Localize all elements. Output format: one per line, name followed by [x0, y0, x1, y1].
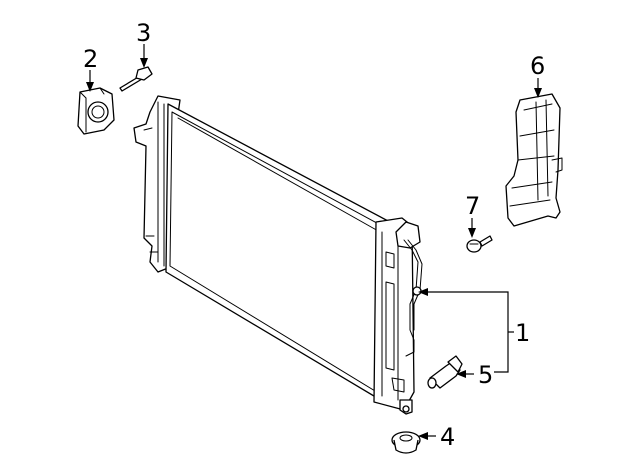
radiator-assembly [133, 95, 423, 415]
callout-3: 3 [136, 19, 151, 47]
leader-lines [86, 44, 542, 440]
callout-5: 5 [478, 361, 493, 389]
drain-plug [427, 355, 463, 389]
flange-bolt [466, 235, 493, 253]
mounting-bracket [77, 87, 115, 135]
callout-6: 6 [530, 52, 545, 80]
callout-2: 2 [83, 45, 98, 73]
bolt [119, 66, 153, 92]
rubber-grommet [391, 431, 421, 454]
callout-1: 1 [515, 319, 530, 347]
callout-7: 7 [465, 192, 480, 220]
callout-4: 4 [440, 423, 455, 451]
air-deflector-panel [505, 93, 563, 227]
